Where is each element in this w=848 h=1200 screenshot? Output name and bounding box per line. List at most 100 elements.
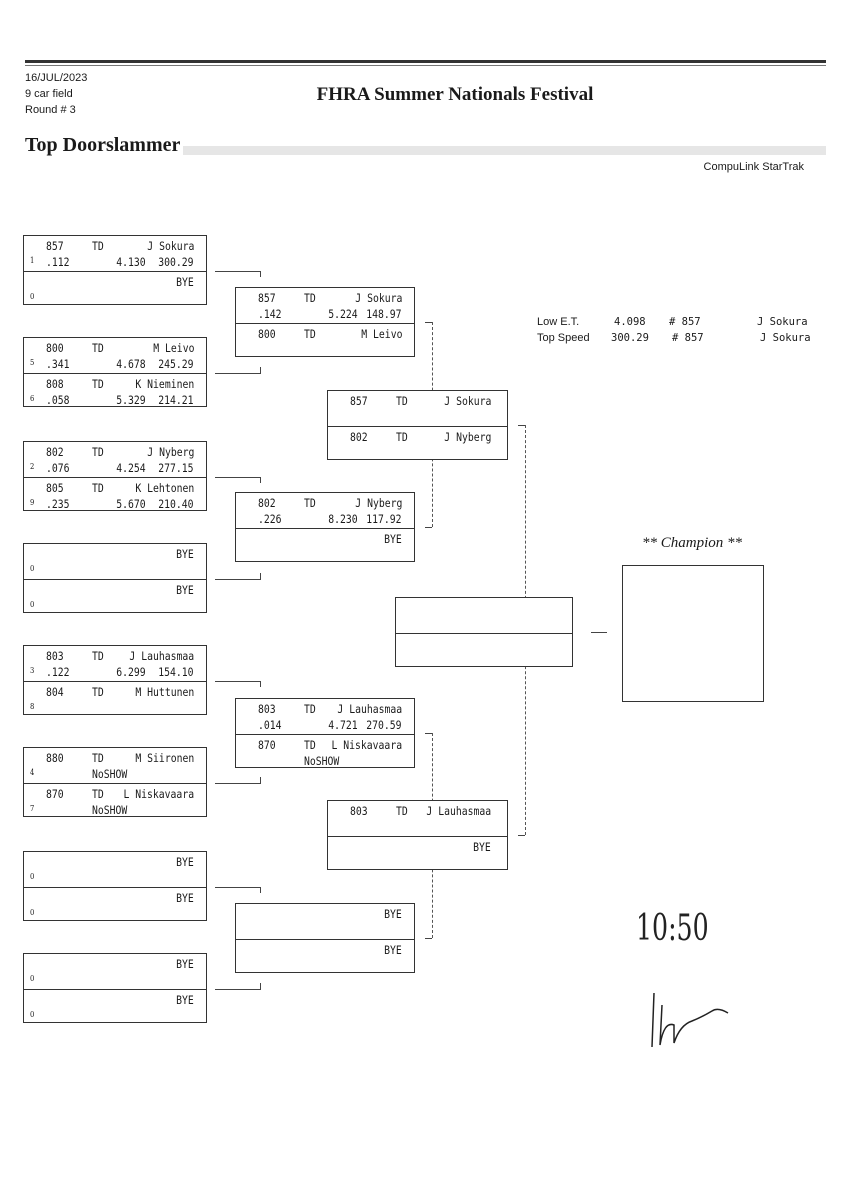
- champion-box: [622, 565, 764, 702]
- class-code: TD: [92, 239, 104, 253]
- car-number: 857: [258, 291, 276, 305]
- car-number: 803: [258, 702, 276, 716]
- event-title: FHRA Summer Nationals Festival: [316, 84, 594, 105]
- driver-name: M Leivo: [360, 327, 402, 341]
- driver-name: BYE: [176, 891, 194, 905]
- driver-name: BYE: [176, 993, 194, 1007]
- elapsed-time: 4.721: [328, 718, 358, 732]
- connector-tick: [260, 777, 261, 783]
- handwritten-time: 10:50: [636, 908, 709, 949]
- connector-line: [518, 835, 525, 836]
- seed-number: 2: [30, 462, 35, 471]
- final-connector: [591, 632, 607, 633]
- elapsed-time: 8.230: [328, 512, 358, 526]
- connector-tick: [260, 681, 261, 687]
- connector-line: [425, 322, 432, 323]
- top-speed-car: # 857: [672, 332, 704, 344]
- seed-number: 7: [30, 804, 35, 813]
- car-number: 802: [258, 496, 276, 510]
- driver-name: J Lauhasmaa: [129, 649, 194, 663]
- elapsed-time: 5.329: [116, 393, 146, 407]
- seed-number: 0: [30, 1010, 35, 1019]
- driver-name: BYE: [384, 532, 402, 546]
- driver-name: M Huttunen: [135, 685, 194, 699]
- car-number: 870: [46, 787, 64, 801]
- champion-label: ** Champion **: [641, 535, 742, 551]
- elapsed-time: 5.224: [328, 307, 358, 321]
- driver-name: L Niskavaara: [331, 738, 402, 752]
- seed-number: 0: [30, 872, 35, 881]
- seed-number: 9: [30, 498, 35, 507]
- entry-slot: BYE 0: [24, 989, 206, 1025]
- round-number: Round # 3: [25, 104, 76, 116]
- driver-name: K Lehtonen: [135, 481, 194, 495]
- class-code: TD: [396, 394, 408, 408]
- car-number: 880: [46, 751, 64, 765]
- elapsed-time: 5.670: [116, 497, 146, 511]
- car-number: 870: [258, 738, 276, 752]
- low-et-car: # 857: [669, 316, 701, 328]
- entry-slot: BYE: [236, 528, 414, 564]
- connector-line: [425, 527, 432, 528]
- connector-line: [518, 425, 525, 426]
- field-size: 9 car field: [25, 88, 73, 100]
- speed: 154.10: [158, 665, 194, 679]
- seed-number: 8: [30, 702, 35, 711]
- connector-line: [215, 681, 261, 682]
- class-code: TD: [304, 327, 316, 341]
- speed: 277.15: [158, 461, 194, 475]
- driver-name: J Nyberg: [354, 496, 402, 510]
- top-speed-name: J Sokura: [760, 332, 811, 344]
- class-code: TD: [396, 430, 408, 444]
- car-number: 802: [350, 430, 368, 444]
- speed: 214.21: [158, 393, 194, 407]
- driver-name: J Sokura: [146, 239, 194, 253]
- speed: 117.92: [366, 512, 402, 526]
- reaction-time: .122: [46, 665, 70, 679]
- low-et-name: J Sokura: [757, 316, 808, 328]
- car-number: 805: [46, 481, 64, 495]
- connector-tick: [260, 573, 261, 579]
- class-code: TD: [92, 751, 104, 765]
- seed-number: 0: [30, 908, 35, 917]
- seed-number: 0: [30, 600, 35, 609]
- driver-name: BYE: [384, 907, 402, 921]
- car-number: 857: [350, 394, 368, 408]
- seed-number: 3: [30, 666, 35, 675]
- speed: 148.97: [366, 307, 402, 321]
- entry-slot: [396, 633, 572, 669]
- status-note: NoSHOW: [92, 803, 128, 817]
- driver-name: J Lauhasmaa: [337, 702, 402, 716]
- class-code: TD: [304, 702, 316, 716]
- class-code: TD: [92, 481, 104, 495]
- car-number: 803: [350, 804, 368, 818]
- entry-slot: [396, 598, 572, 633]
- elapsed-time: 4.130: [116, 255, 146, 269]
- driver-name: J Sokura: [354, 291, 402, 305]
- class-code: TD: [304, 738, 316, 752]
- elapsed-time: 6.299: [116, 665, 146, 679]
- car-number: 802: [46, 445, 64, 459]
- connector-line: [215, 783, 261, 784]
